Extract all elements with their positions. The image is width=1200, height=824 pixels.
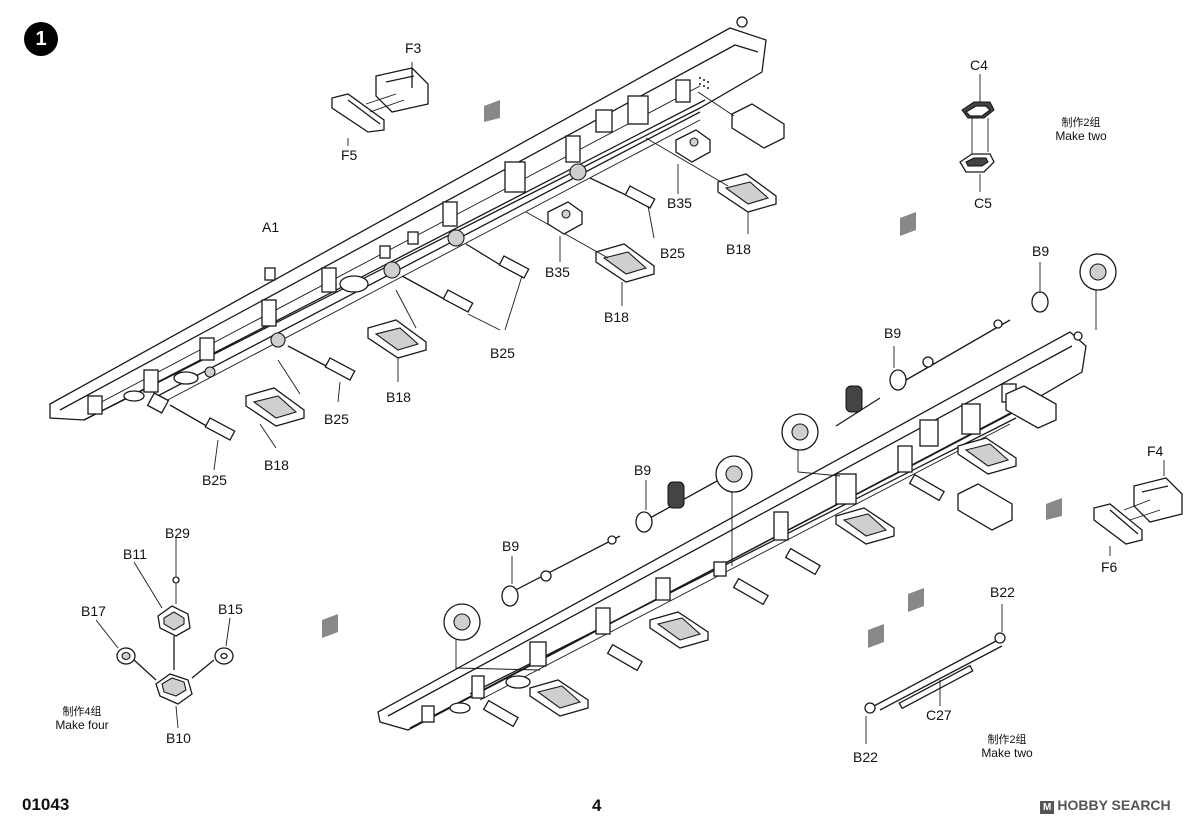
note-en: Make two [1055, 129, 1107, 143]
label-b10: B10 [166, 730, 191, 746]
view-direction-arrows [322, 100, 1062, 648]
label-b35-mid: B35 [545, 264, 570, 280]
label-f5: F5 [341, 147, 358, 163]
sub-assembly-b10 [95, 538, 234, 729]
product-code: 01043 [22, 795, 70, 814]
label-f6: F6 [1101, 559, 1118, 575]
label-b25-cluster: B25 [490, 345, 515, 361]
label-b11: B11 [123, 546, 147, 562]
label-b9-b: B9 [884, 325, 902, 341]
upper-b18-brackets [245, 137, 777, 449]
label-b18-left: B18 [264, 457, 289, 473]
label-b29: B29 [165, 525, 190, 541]
label-f3: F3 [405, 40, 422, 56]
part-c4-c5 [959, 74, 995, 192]
label-b17: B17 [81, 603, 106, 619]
sub-assembly-c27 [864, 604, 1006, 744]
note-cn: 制作4组 [62, 706, 102, 718]
lower-b9-shafts [443, 253, 1117, 671]
note-cn: 制作2组 [987, 734, 1027, 746]
label-b15: B15 [218, 601, 243, 617]
watermark-mark: M [1040, 801, 1055, 814]
watermark-text: HOBBY SEARCH [1057, 797, 1171, 813]
upper-b35-blocks [547, 129, 711, 262]
label-a1: A1 [262, 219, 280, 235]
part-f3-f5 [331, 62, 429, 146]
label-b18-center: B18 [386, 389, 411, 405]
label-c4: C4 [970, 57, 988, 73]
lower-axles-brackets [482, 385, 1057, 728]
label-b25-left: B25 [202, 472, 227, 488]
label-b9-d: B9 [502, 538, 520, 554]
step-number-badge: 1 [24, 22, 58, 56]
label-c27: C27 [926, 707, 952, 723]
note-make-two-bottom: 制作2组 Make two [972, 734, 1042, 760]
label-b35-top: B35 [667, 195, 692, 211]
note-en: Make two [981, 746, 1033, 760]
label-b25-right: B25 [660, 245, 685, 261]
label-b9-a: B9 [1032, 243, 1050, 259]
note-cn: 制作2组 [1061, 117, 1101, 129]
label-f4: F4 [1147, 443, 1164, 459]
upper-axles [146, 177, 656, 471]
upper-end-block [697, 77, 785, 149]
note-make-two-top: 制作2组 Make two [1046, 117, 1116, 143]
label-c5: C5 [974, 195, 992, 211]
label-b18-right: B18 [726, 241, 751, 257]
label-b22-top: B22 [990, 584, 1015, 600]
label-b22-bottom: B22 [853, 749, 878, 765]
label-b25-mid: B25 [324, 411, 349, 427]
page-number: 4 [592, 796, 602, 815]
upper-frame-rail [49, 16, 767, 421]
part-f4-f6 [1093, 460, 1183, 556]
note-en: Make four [55, 718, 109, 732]
note-make-four: 制作4组 Make four [46, 706, 118, 732]
label-b18-mid: B18 [604, 309, 629, 325]
label-b9-c: B9 [634, 462, 652, 478]
